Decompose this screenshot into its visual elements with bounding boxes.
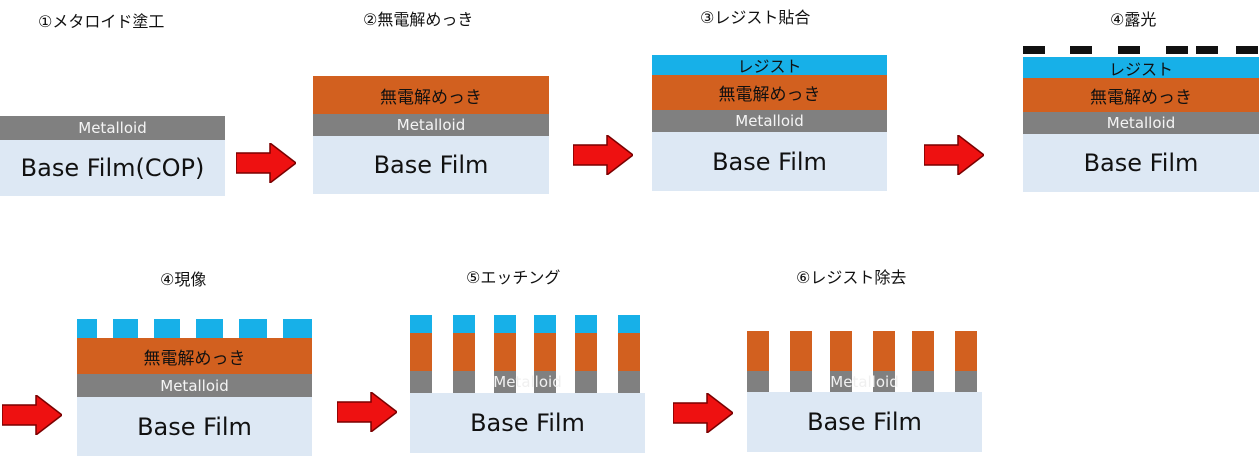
- step2-plating-layer: 無電解めっき: [313, 76, 549, 114]
- step6-title: ⑤エッチング: [466, 268, 561, 287]
- arrow-right-icon: [337, 392, 397, 432]
- step5-plating-layer: 無電解めっき: [77, 338, 312, 374]
- pillar-plating: [912, 331, 934, 371]
- pillar-plating: [453, 333, 475, 371]
- step5-metalloid-layer: Metalloid: [77, 374, 312, 397]
- pillar-plating: [494, 333, 516, 371]
- photomask-segment: [1166, 46, 1188, 54]
- pillar-resist: [453, 315, 475, 333]
- resist-opening: [138, 319, 154, 338]
- step5-title: ④現像: [160, 270, 207, 289]
- arrow-right-icon: [573, 135, 633, 175]
- step7-title: ⑥レジスト除去: [796, 268, 907, 287]
- pillar-metalloid: [410, 371, 432, 393]
- arrow-right-icon: [236, 143, 296, 183]
- pillar-resist: [575, 315, 597, 333]
- pillar-plating: [747, 331, 769, 371]
- step3-resist-layer: レジスト: [652, 55, 887, 76]
- step1-base-film: Base Film(COP): [0, 140, 225, 196]
- pillar-metalloid: [830, 371, 852, 392]
- pillar-metalloid: [534, 371, 556, 393]
- pillar-metalloid: [747, 371, 769, 392]
- resist-opening: [223, 319, 239, 338]
- step4-resist-layer: レジスト: [1023, 57, 1259, 79]
- resist-opening: [180, 319, 196, 338]
- step3-base-film: Base Film: [652, 132, 887, 191]
- step3-title: ③レジスト貼合: [700, 8, 811, 27]
- step6-base-film: Base Film: [410, 393, 645, 453]
- pillar-resist: [494, 315, 516, 333]
- step1-title: ①メタロイド塗工: [38, 12, 165, 31]
- resist-opening: [267, 319, 283, 338]
- arrow-right-icon: [2, 395, 62, 435]
- step2-base-film: Base Film: [313, 136, 549, 194]
- photomask-segment: [1118, 46, 1140, 54]
- step2-metalloid-layer: Metalloid: [313, 114, 549, 136]
- step7-metalloid-label: Metalloid: [830, 372, 899, 391]
- step7-base-film: Base Film: [747, 392, 982, 452]
- resist-opening: [97, 319, 113, 338]
- pillar-plating: [575, 333, 597, 371]
- step4-metalloid-layer: Metalloid: [1023, 112, 1259, 134]
- photomask-segment: [1023, 46, 1045, 54]
- pillar-metalloid: [453, 371, 475, 393]
- photomask-segment: [1236, 46, 1258, 54]
- arrow-right-icon: [924, 135, 984, 175]
- step4-title: ④露光: [1110, 10, 1157, 29]
- pillar-resist: [534, 315, 556, 333]
- photomask-segment: [1196, 46, 1218, 54]
- step5-base-film: Base Film: [77, 397, 312, 456]
- pillar-metalloid: [494, 371, 516, 393]
- arrow-right-icon: [673, 393, 733, 433]
- step1-metalloid-layer: Metalloid: [0, 116, 225, 140]
- pillar-plating: [790, 331, 812, 371]
- step3-plating-layer: 無電解めっき: [652, 75, 887, 110]
- pillar-resist: [618, 315, 640, 333]
- pillar-plating: [873, 331, 895, 371]
- pillar-plating: [955, 331, 977, 371]
- step2-title: ②無電解めっき: [363, 10, 474, 29]
- pillar-metalloid: [618, 371, 640, 393]
- pillar-metalloid: [912, 371, 934, 392]
- pillar-plating: [618, 333, 640, 371]
- step4-base-film: Base Film: [1023, 134, 1259, 192]
- pillar-metalloid: [575, 371, 597, 393]
- pillar-metalloid: [873, 371, 895, 392]
- step3-metalloid-layer: Metalloid: [652, 110, 887, 132]
- step4-plating-layer: 無電解めっき: [1023, 78, 1259, 112]
- pillar-metalloid: [955, 371, 977, 392]
- step6-metalloid-label: Metalloid: [493, 373, 562, 391]
- pillar-resist: [410, 315, 432, 333]
- pillar-plating: [410, 333, 432, 371]
- pillar-metalloid: [790, 371, 812, 392]
- photomask-segment: [1070, 46, 1092, 54]
- pillar-plating: [534, 333, 556, 371]
- pillar-plating: [830, 331, 852, 371]
